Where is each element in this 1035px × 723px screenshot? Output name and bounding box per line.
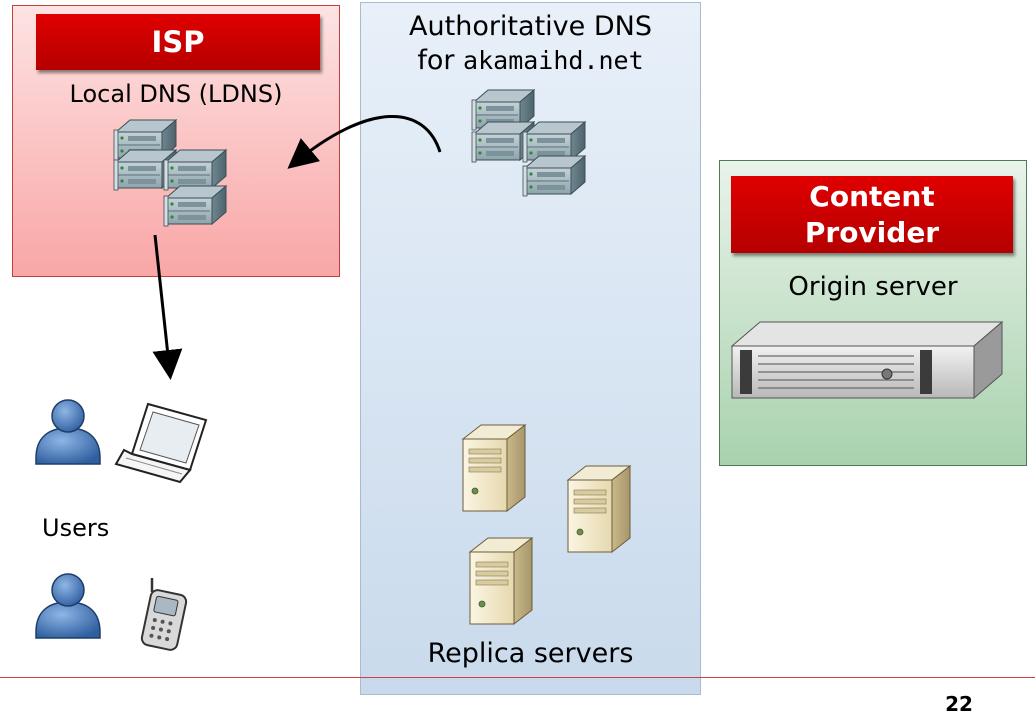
ldns-to-users-arrow [152,234,183,380]
isp-banner-text: ISP [151,25,205,59]
auth-title-line2: for akamaihd.net [360,44,701,78]
user-person-icon [35,573,101,639]
replica-servers-label: Replica servers [427,638,634,669]
cp-banner-line2: Provider [804,216,940,249]
footer-divider [0,677,1035,678]
authoritative-dns-server-cluster-icon [471,89,586,197]
laptop-icon [114,402,208,484]
auth-to-ldns-arrow [287,114,442,169]
origin-server-label: Origin server [788,272,958,302]
auth-domain: akamaihd.net [463,46,644,75]
auth-title-line1: Authoritative DNS [409,11,652,42]
cp-banner-line1: Content [809,180,935,213]
replica-server-icon [469,537,533,625]
user-person-icon [35,399,101,465]
content-provider-banner: Content Provider [731,176,1013,253]
users-label: Users [42,514,110,542]
ldns-server-cluster-icon [113,119,227,227]
replica-server-icon [462,424,526,512]
auth-title-for: for [417,45,455,76]
ldns-label: Local DNS (LDNS) [69,80,283,108]
replica-server-icon [567,465,631,553]
page-number: 22 [945,692,973,716]
isp-banner: ISP [36,14,320,70]
origin-server-icon [730,320,1004,400]
authoritative-dns-title: Authoritative DNS for akamaihd.net [360,10,701,78]
mobile-phone-icon [140,578,188,651]
